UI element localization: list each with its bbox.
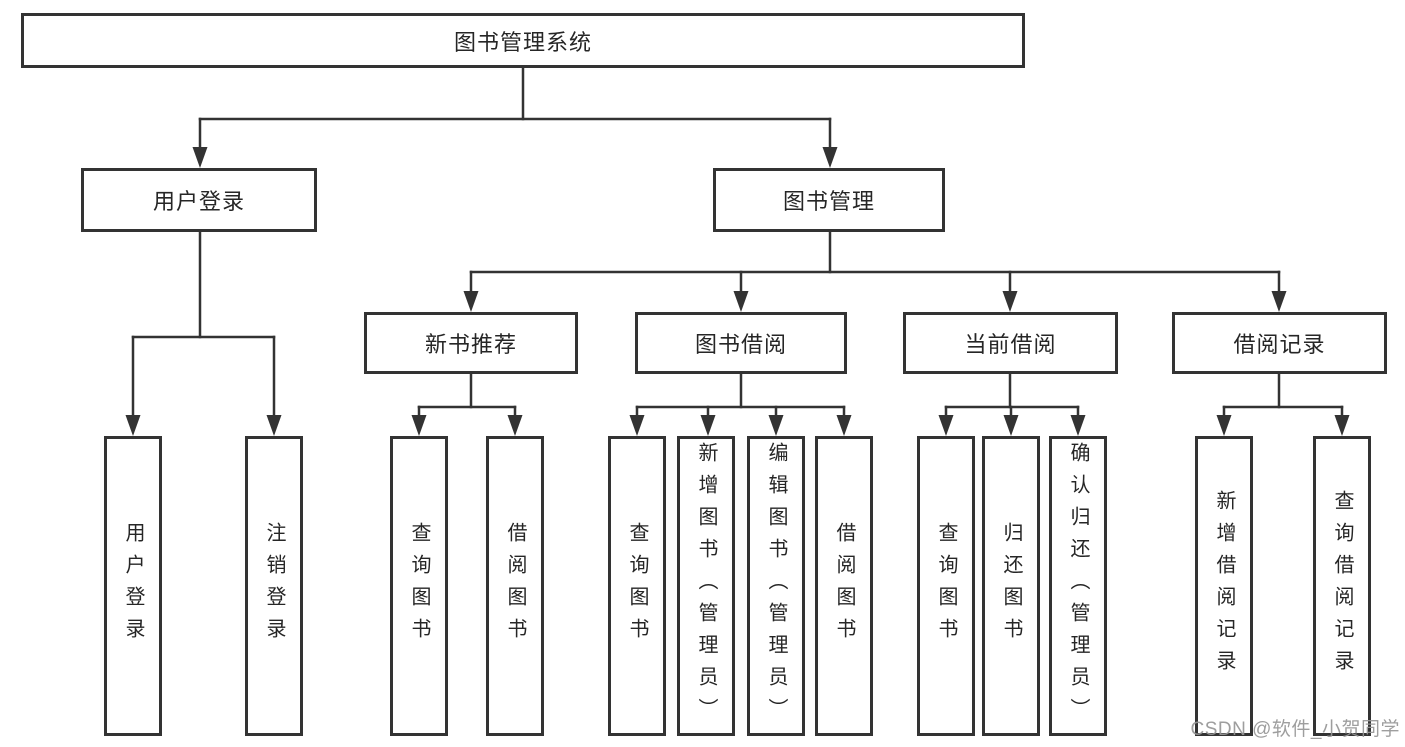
node-book-borrowing: 图书借阅	[635, 312, 847, 374]
arrowheads	[125, 147, 1350, 436]
leaf-logout: 注销登录	[245, 436, 303, 736]
node-user-login: 用户登录	[81, 168, 317, 232]
node-label: 归还图书	[1000, 522, 1022, 650]
node-label: 编辑图书（管理员）	[765, 442, 787, 730]
leaf-query-books: 查询图书	[608, 436, 666, 736]
node-library-management-system: 图书管理系统	[21, 13, 1025, 68]
leaf-add-borrow-record: 新增借阅记录	[1195, 436, 1253, 736]
leaf-confirm-return-admin: 确认归还（管理员）	[1049, 436, 1107, 736]
node-label: 图书管理	[782, 189, 875, 214]
node-label: 借阅图书	[833, 522, 855, 650]
leaf-add-books-admin: 新增图书（管理员）	[677, 436, 735, 736]
node-label: 当前借阅	[964, 332, 1057, 357]
leaf-query-borrow-record: 查询借阅记录	[1313, 436, 1371, 736]
leaf-query-books: 查询图书	[390, 436, 448, 736]
node-label: 查询借阅记录	[1331, 490, 1353, 682]
node-label: 查询图书	[626, 522, 648, 650]
node-current-borrowing: 当前借阅	[903, 312, 1118, 374]
node-label: 新增借阅记录	[1213, 490, 1235, 682]
node-label: 借阅记录	[1233, 332, 1326, 357]
node-label: 用户登录	[122, 522, 144, 650]
leaf-return-books: 归还图书	[982, 436, 1040, 736]
leaf-borrow-books: 借阅图书	[486, 436, 544, 736]
node-label: 查询图书	[408, 522, 430, 650]
node-borrowing-records: 借阅记录	[1172, 312, 1387, 374]
node-book-management: 图书管理	[713, 168, 945, 232]
node-label: 图书借阅	[694, 332, 787, 357]
csdn-watermark: CSDN @软件_小贺同学	[1190, 719, 1400, 740]
leaf-borrow-books: 借阅图书	[815, 436, 873, 736]
node-label: 查询图书	[935, 522, 957, 650]
leaf-query-books: 查询图书	[917, 436, 975, 736]
leaf-user-login: 用户登录	[104, 436, 162, 736]
node-label: 注销登录	[263, 522, 285, 650]
node-new-book-recommendation: 新书推荐	[364, 312, 578, 374]
node-label: 新书推荐	[424, 332, 517, 357]
node-label: 用户登录	[152, 189, 245, 214]
node-label: 借阅图书	[504, 522, 526, 650]
node-label: 新增图书（管理员）	[695, 442, 717, 730]
node-label: 确认归还（管理员）	[1067, 442, 1089, 730]
leaf-edit-books-admin: 编辑图书（管理员）	[747, 436, 805, 736]
node-label: 图书管理系统	[453, 29, 592, 55]
